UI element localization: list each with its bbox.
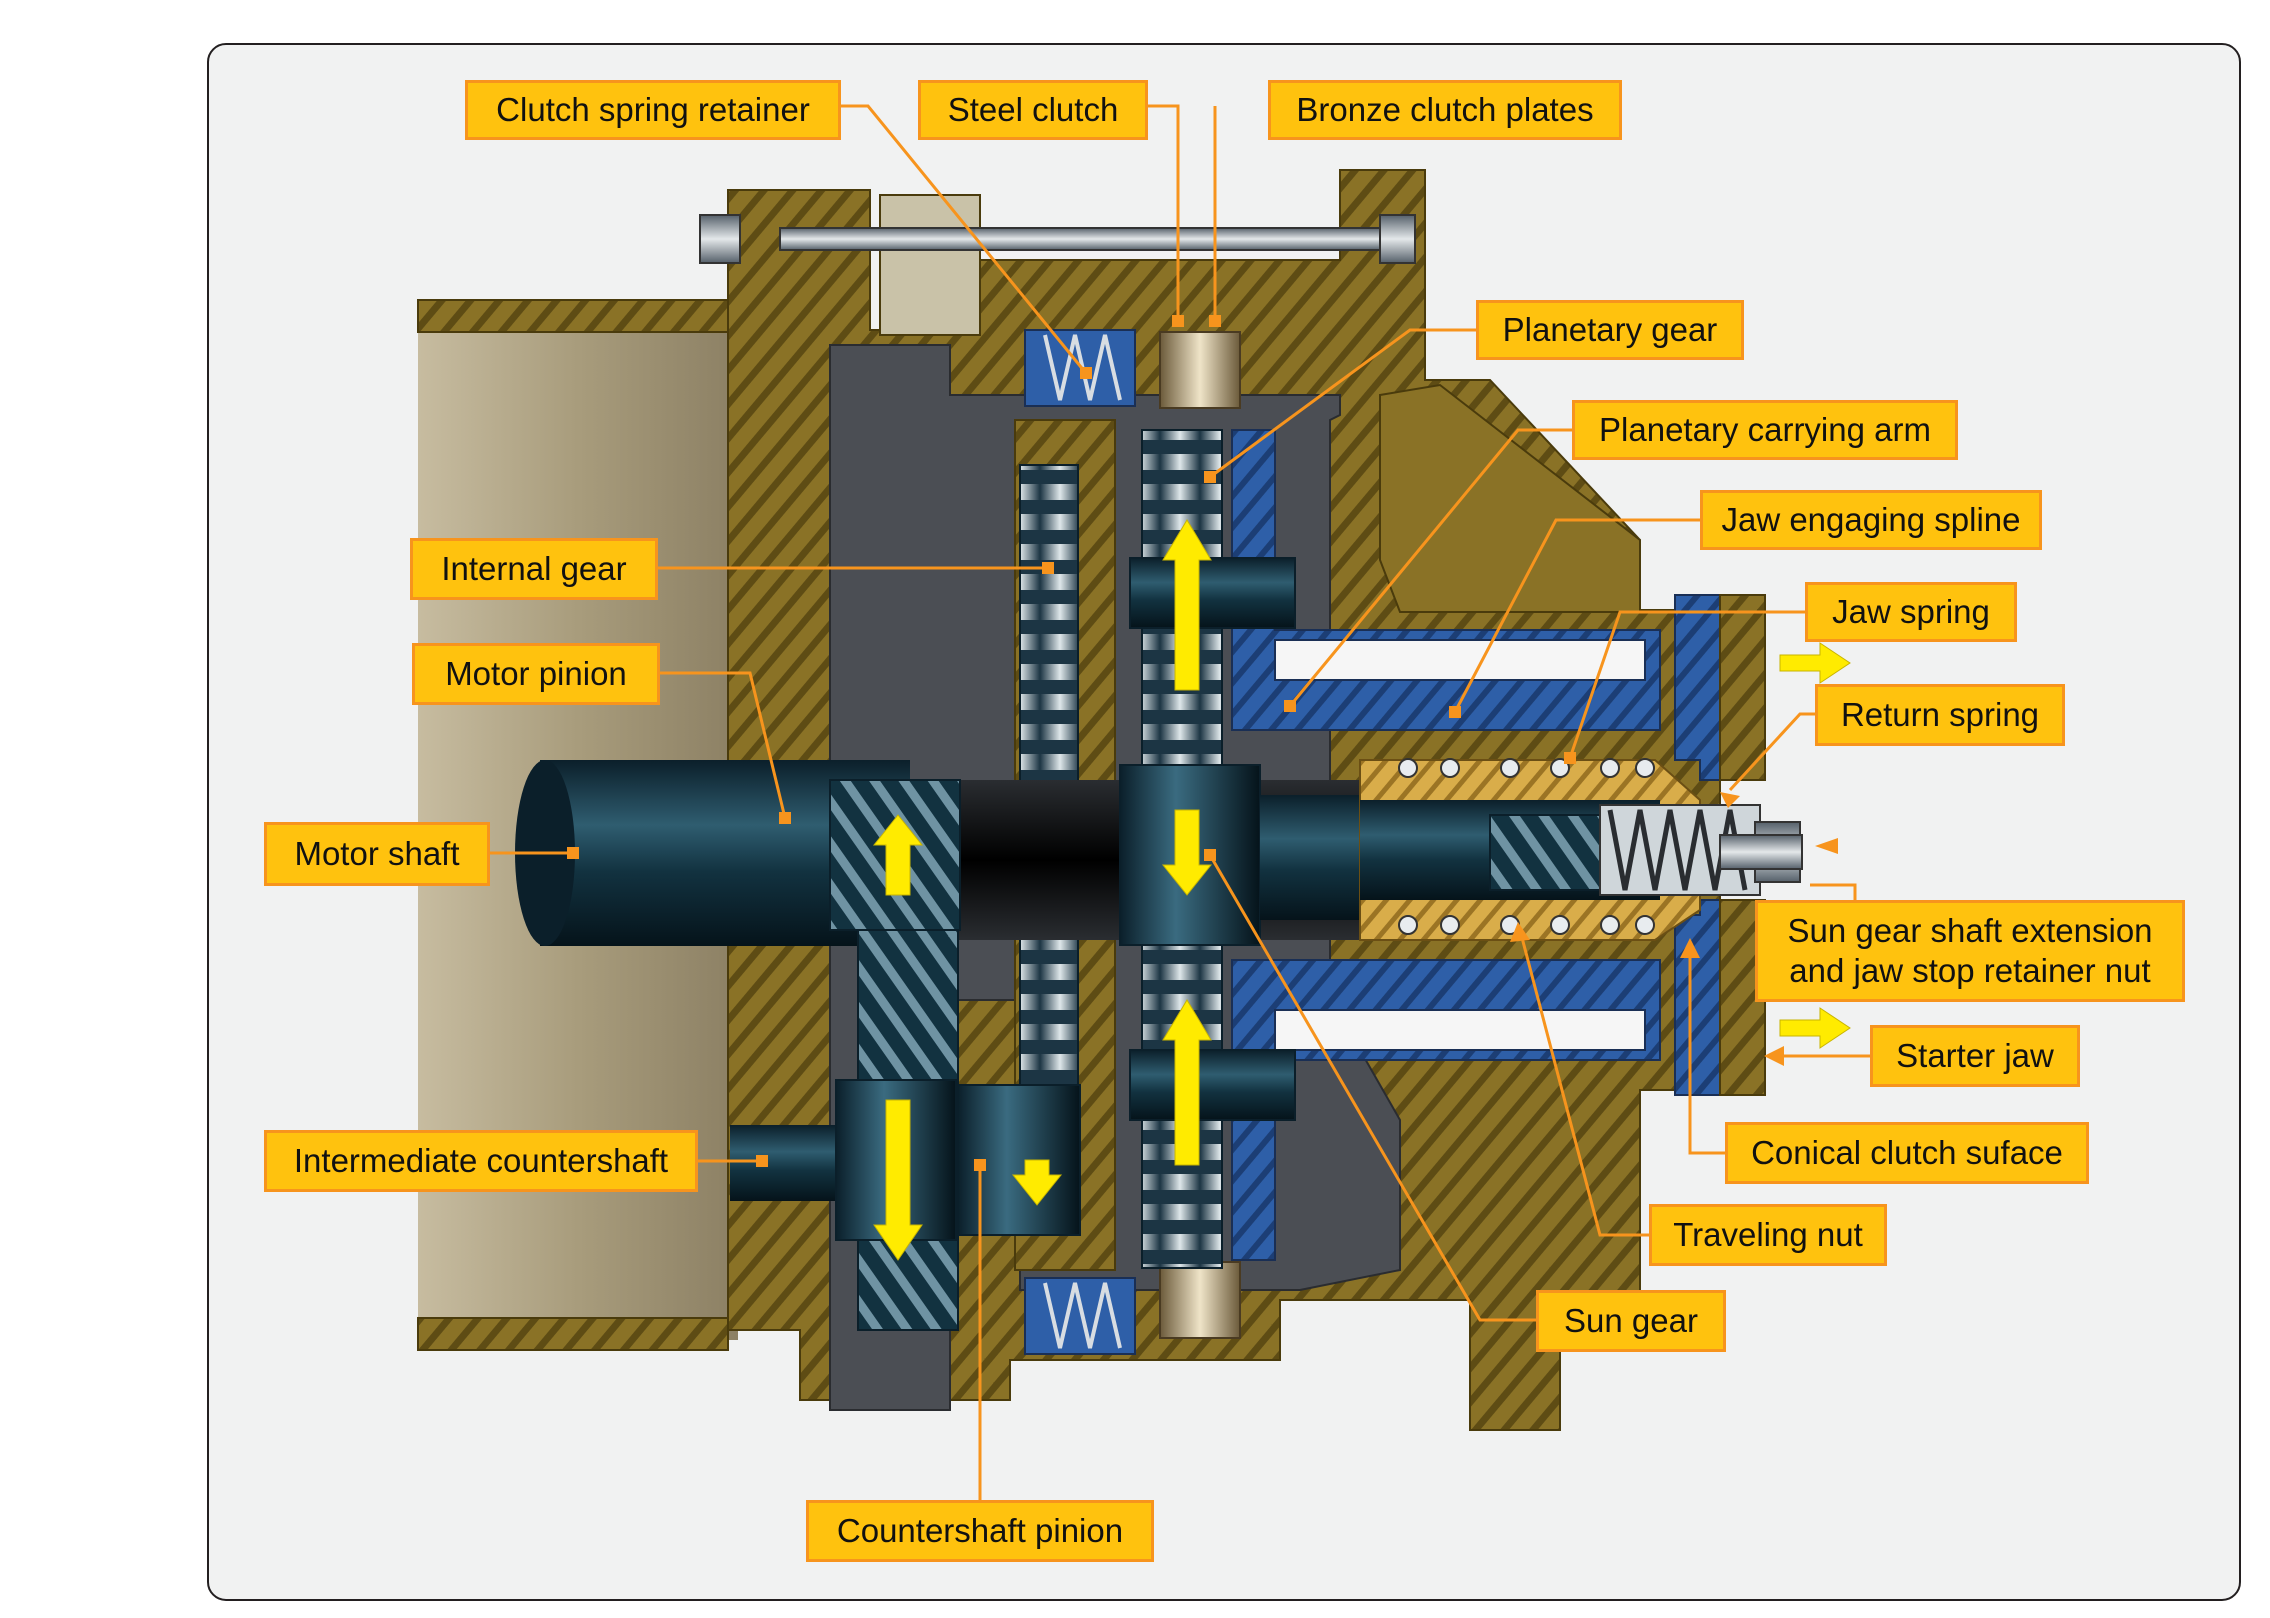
label-return-spring: Return spring <box>1815 684 2065 746</box>
label-jaw-engaging-spline: Jaw engaging spline <box>1700 490 2042 550</box>
leader-lines <box>486 104 1870 1530</box>
label-bronze-clutch-plates: Bronze clutch plates <box>1268 80 1622 140</box>
label-sun-gear-shaft-extension: Sun gear shaft extension and jaw stop re… <box>1755 900 2185 1002</box>
tie-bolt <box>779 227 1401 251</box>
label-conical-clutch-surface: Conical clutch suface <box>1725 1122 2089 1184</box>
label-internal-gear: Internal gear <box>410 538 658 600</box>
label-clutch-spring-retainer: Clutch spring retainer <box>465 80 841 140</box>
label-steel-clutch: Steel clutch <box>918 80 1148 140</box>
label-intermediate-countershaft: Intermediate countershaft <box>264 1130 698 1192</box>
label-sun-gear: Sun gear <box>1536 1290 1726 1352</box>
jaw-spring-balls-top <box>1398 758 1655 778</box>
label-planetary-carrying-arm: Planetary carrying arm <box>1572 400 1958 460</box>
bronze-plates-bottom <box>1159 1261 1241 1339</box>
bronze-plates-top <box>1159 331 1241 409</box>
label-motor-shaft: Motor shaft <box>264 822 490 886</box>
label-motor-pinion: Motor pinion <box>412 643 660 705</box>
motion-arrows <box>872 519 1851 1261</box>
leader-arrowheads <box>1510 792 1838 1066</box>
label-starter-jaw: Starter jaw <box>1870 1025 2080 1087</box>
jaw-spring-balls-bottom <box>1398 915 1655 935</box>
housing-bottom-flange <box>417 1317 729 1351</box>
label-traveling-nut: Traveling nut <box>1649 1204 1887 1266</box>
leader-endpoints <box>567 315 1576 1171</box>
label-jaw-spring: Jaw spring <box>1805 582 2017 642</box>
label-planetary-gear: Planetary gear <box>1476 300 1744 360</box>
motor-pinion <box>829 779 961 931</box>
housing-top-flange <box>417 299 729 333</box>
screw-shaft <box>1489 814 1616 891</box>
starter-jaw-gold <box>1719 594 1766 1096</box>
label-countershaft-pinion: Countershaft pinion <box>806 1500 1154 1562</box>
